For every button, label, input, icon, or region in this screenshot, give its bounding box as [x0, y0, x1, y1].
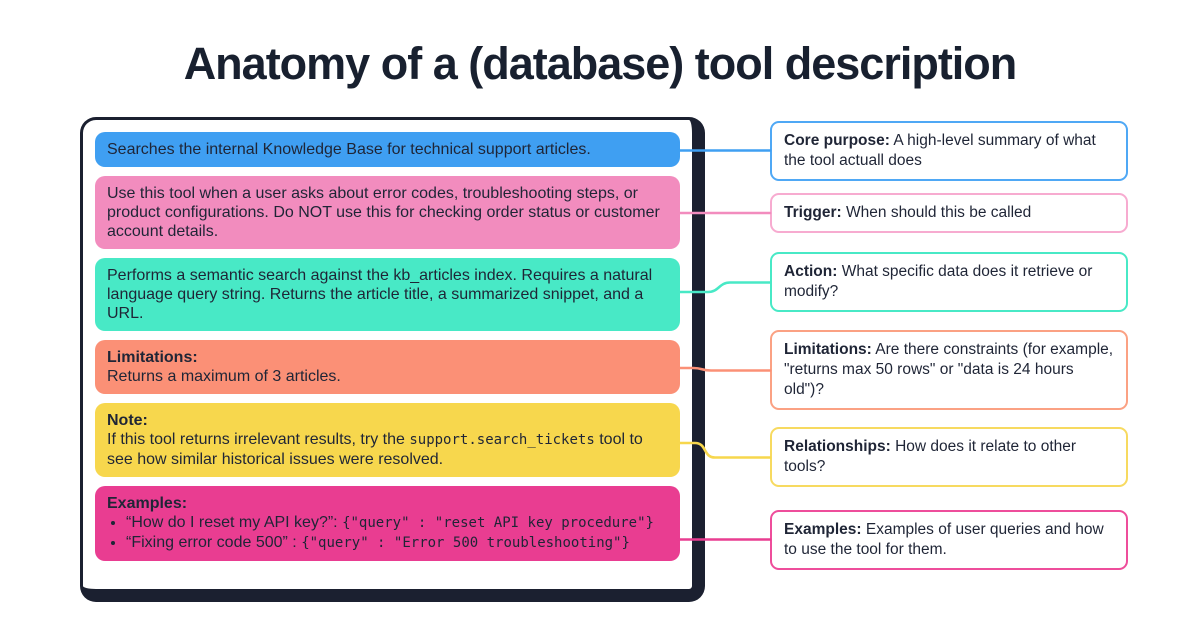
block-action-text: Performs a semantic search against the k…	[107, 267, 653, 322]
example-query-text: “How do I reset my API key?”:	[126, 514, 343, 531]
callout-action-text: What specific data does it retrieve or m…	[784, 263, 1093, 300]
callout-limitations-label: Limitations:	[784, 341, 872, 358]
callout-examples-text: Examples of user queries and how to use …	[784, 521, 1104, 558]
note-text-after: tool to see how similar historical issue…	[107, 431, 643, 468]
callout-relationships-label: Relationships:	[784, 438, 891, 455]
note-text-before: If this tool returns irrelevant results,…	[107, 431, 410, 448]
block-trigger-text: Use this tool when a user asks about err…	[107, 185, 660, 240]
page-title: Anatomy of a (database) tool description	[183, 38, 1018, 89]
examples-list: “How do I reset my API key?”: {"query" :…	[107, 513, 668, 553]
example-item: “Fixing error code 500” : {"query" : "Er…	[126, 533, 668, 553]
callout-examples: Examples: Examples of user queries and h…	[770, 510, 1128, 570]
callout-action-label: Action:	[784, 263, 838, 280]
block-examples-label: Examples:	[107, 495, 188, 512]
example-query-text: “Fixing error code 500” :	[126, 534, 302, 551]
block-core-purpose-text: Searches the internal Knowledge Base for…	[107, 141, 591, 158]
block-limitations-label: Limitations:	[107, 349, 198, 366]
block-trigger: Use this tool when a user asks about err…	[95, 176, 680, 249]
callout-core-purpose-text: A high-level summary of what the tool ac…	[784, 132, 1096, 169]
example-query-code: {"query" : "reset API key procedure"}	[342, 515, 654, 531]
block-limitations: Limitations: Returns a maximum of 3 arti…	[95, 340, 680, 394]
block-examples: Examples: “How do I reset my API key?”: …	[95, 486, 680, 561]
block-limitations-text: Returns a maximum of 3 articles.	[107, 368, 341, 385]
callout-relationships-text: How does it relate to other tools?	[784, 438, 1077, 475]
block-action: Performs a semantic search against the k…	[95, 258, 680, 331]
block-note-text: If this tool returns irrelevant results,…	[107, 431, 643, 468]
callout-limitations: Limitations: Are there constraints (for …	[770, 330, 1128, 410]
note-inline-code: support.search_tickets	[409, 432, 595, 448]
example-item: “How do I reset my API key?”: {"query" :…	[126, 513, 668, 533]
callout-trigger: Trigger: When should this be called	[770, 193, 1128, 233]
tool-description-card: Searches the internal Knowledge Base for…	[80, 117, 705, 602]
callout-relationships: Relationships: How does it relate to oth…	[770, 427, 1128, 487]
callout-examples-label: Examples:	[784, 521, 862, 538]
callout-trigger-text: When should this be called	[846, 204, 1032, 221]
callout-limitations-text: Are there constraints (for example, "ret…	[784, 341, 1114, 398]
block-note: Note: If this tool returns irrelevant re…	[95, 403, 680, 477]
callout-action: Action: What specific data does it retri…	[770, 252, 1128, 312]
callout-trigger-label: Trigger:	[784, 204, 842, 221]
example-query-code: {"query" : "Error 500 troubleshooting"}	[301, 535, 630, 551]
block-note-label: Note:	[107, 412, 148, 429]
block-core-purpose: Searches the internal Knowledge Base for…	[95, 132, 680, 167]
callout-core-purpose-label: Core purpose:	[784, 132, 890, 149]
callout-core-purpose: Core purpose: A high-level summary of wh…	[770, 121, 1128, 181]
